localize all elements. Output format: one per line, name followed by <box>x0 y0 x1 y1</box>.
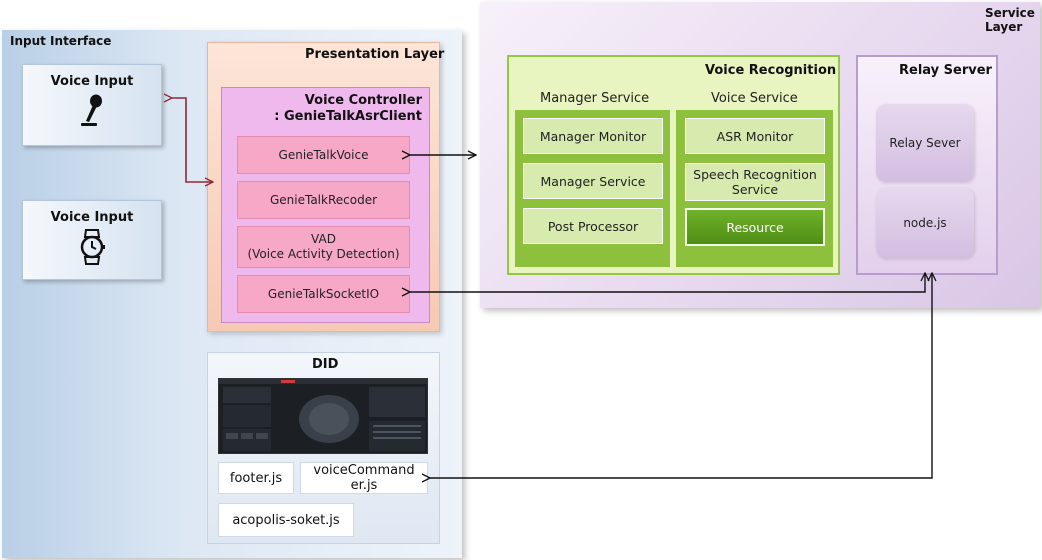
resource-box: Resource <box>685 208 825 246</box>
voice-input-label: Voice Input <box>50 74 134 89</box>
speech-recognition-service-box: Speech Recognition Service <box>685 163 825 201</box>
voice-controller-title-line1: Voice Controller <box>304 93 422 108</box>
nodejs-item: node.js <box>876 188 974 258</box>
service-layer-title: Service Layer <box>985 6 1035 34</box>
voice-service-title: Voice Service <box>711 91 798 106</box>
file-acopolis-soket-js: acopolis-soket.js <box>218 503 354 537</box>
did-title: DID <box>312 357 339 372</box>
voice-input-label: Voice Input <box>50 210 134 225</box>
arrow-socketio-to-relay <box>410 273 925 292</box>
manager-monitor-box: Manager Monitor <box>523 118 663 154</box>
did-dashboard-screenshot <box>218 378 428 454</box>
file-footer-js: footer.js <box>218 462 294 494</box>
manager-service-title: Manager Service <box>540 91 650 106</box>
arrow-did-to-relay <box>430 273 932 478</box>
voice-input-microphone: Voice Input <box>22 64 162 146</box>
genietalkrecoder-box: GenieTalkRecoder <box>237 181 410 219</box>
asr-monitor-box: ASR Monitor <box>685 118 825 154</box>
voice-controller-title-line2: : GenieTalkAsrClient <box>274 109 422 124</box>
smartwatch-icon <box>80 229 105 265</box>
genietalksocketio-box: GenieTalkSocketIO <box>237 275 410 313</box>
file-voicecommander-js: voiceCommand er.js <box>300 462 428 494</box>
vad-label: VAD <box>311 232 336 246</box>
relay-sever-item: Relay Sever <box>876 104 974 182</box>
voice-recognition-title: Voice Recognition <box>705 63 837 78</box>
voice-input-watch: Voice Input <box>22 200 162 280</box>
post-processor-box: Post Processor <box>523 208 663 244</box>
manager-service-box: Manager Service <box>523 163 663 199</box>
vad-description: (Voice Activity Detection) <box>247 247 400 261</box>
voice-controller-title: Voice Controller : GenieTalkAsrClient <box>240 93 422 125</box>
dashboard-thumbnail-image <box>219 379 427 451</box>
genietalkvoice-box: GenieTalkVoice <box>237 136 410 174</box>
vad-box: VAD (Voice Activity Detection) <box>237 226 410 268</box>
microphone-icon <box>81 94 102 126</box>
presentation-layer-title: Presentation Layer <box>305 47 445 62</box>
arrow-voice-input-to-controller <box>172 98 213 182</box>
relay-server-title: Relay Server <box>899 63 992 78</box>
input-interface-title: Input Interface <box>10 34 112 48</box>
